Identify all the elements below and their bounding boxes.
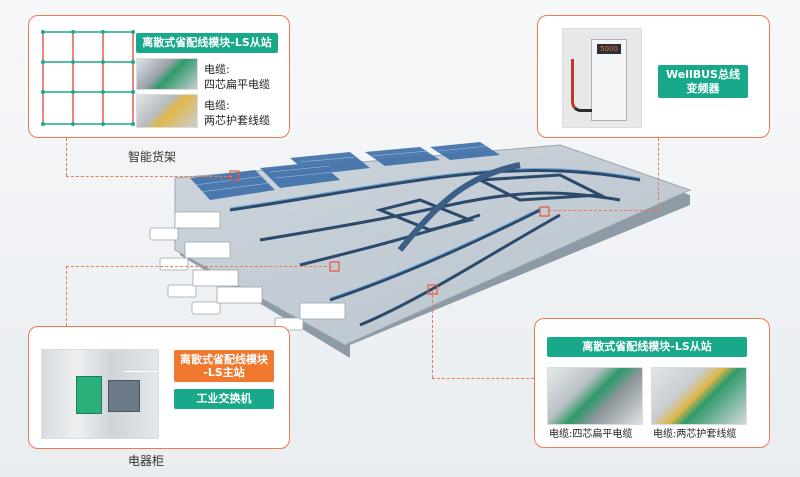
ls-slave-detail-panel: 离散式省配线模块-LS从站 电缆:四芯扁平电缆 电缆:两芯护套线缆 — [534, 318, 770, 448]
smart-shelf-caption: 智能货架 — [128, 150, 177, 164]
conveyor-lines — [229, 169, 641, 327]
inverter-panel: 5000 WellBUS总线 变频器 — [537, 15, 770, 138]
electrical-cabinet-caption: 电器柜 — [128, 454, 165, 468]
master-pointer-line — [124, 371, 171, 372]
flat-cable-photo — [547, 367, 643, 425]
sheathed-cable-caption: 电缆:两芯护套线缆 — [653, 429, 737, 440]
ls-master-tag-line2: -LS主站 — [203, 366, 245, 379]
smart-shelf-panel: 离散式省配线模块-LS从站 电缆: 四芯扁平电缆 电缆: 两芯护套线缆 — [28, 15, 290, 138]
connector-line — [548, 210, 658, 211]
wellbus-tag-line1: WellBUS总线 — [666, 68, 740, 82]
ls-master-tag: 离散式省配线模块 -LS主站 — [174, 350, 274, 382]
wellbus-inverter-tag: WellBUS总线 变频器 — [658, 65, 748, 98]
cable2-label: 电缆: — [204, 99, 230, 112]
connector-line — [432, 290, 433, 378]
cable-photo-flat — [136, 58, 198, 90]
cabinet-photo — [41, 349, 159, 439]
flat-cable-caption: 电缆:四芯扁平电缆 — [549, 429, 633, 440]
electrical-cabinet-panel: 离散式省配线模块 -LS主站 工业交换机 — [28, 326, 290, 449]
connector-line — [66, 138, 67, 176]
ls-slave-detail-tag: 离散式省配线模块-LS从站 — [547, 337, 747, 357]
connector-line — [432, 378, 534, 379]
connector-line — [66, 176, 232, 177]
trucks — [149, 211, 346, 331]
cable-photo-sheathed — [136, 94, 198, 128]
cable1-type: 四芯扁平电缆 — [204, 78, 270, 91]
cabinet-module — [76, 376, 102, 414]
connector-line — [66, 266, 332, 267]
shelf-grid-diagram — [41, 30, 135, 126]
industrial-switch-tag: 工业交换机 — [174, 389, 274, 409]
cable1-label: 电缆: — [204, 63, 230, 76]
connector-line — [658, 138, 659, 210]
wellbus-tag-line2: 变频器 — [686, 81, 720, 95]
sheathed-cable-photo — [651, 367, 747, 425]
inverter-cables — [571, 59, 592, 112]
cable2-type: 两芯护套线缆 — [204, 114, 270, 127]
inverter-photo: 5000 — [562, 28, 642, 128]
connector-line — [66, 266, 67, 326]
inverter-display: 5000 — [597, 44, 621, 54]
ls-master-tag-line1: 离散式省配线模块 — [180, 352, 268, 366]
cabinet-switch — [108, 380, 140, 412]
inverter-device: 5000 — [591, 39, 627, 121]
ls-slave-tag: 离散式省配线模块-LS从站 — [136, 33, 278, 53]
